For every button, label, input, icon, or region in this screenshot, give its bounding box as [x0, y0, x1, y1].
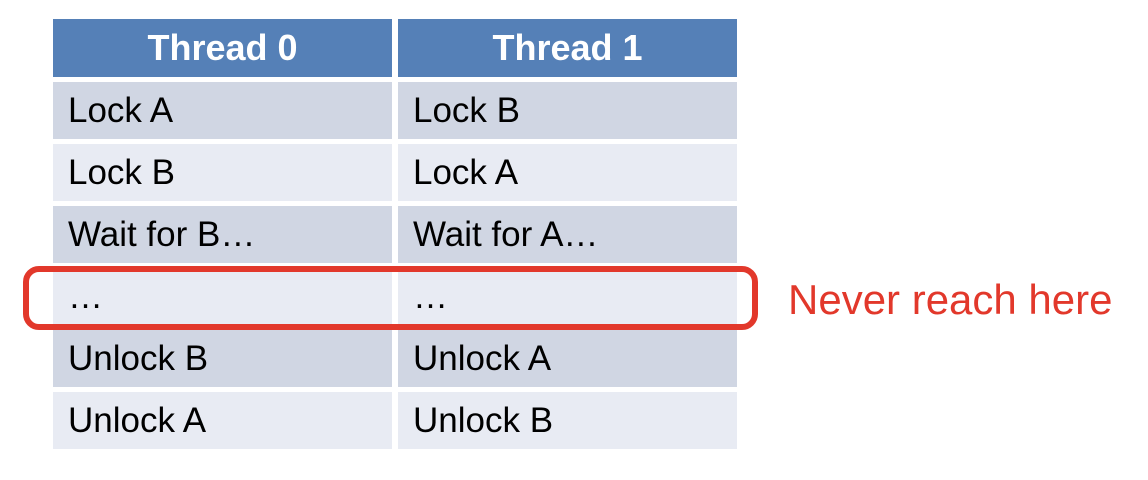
table-cell: Lock B [398, 82, 737, 139]
table-cell: Unlock B [53, 330, 392, 387]
table-cell: … [53, 268, 392, 325]
table-cell: Unlock A [53, 392, 392, 449]
table-cell: Lock A [53, 82, 392, 139]
table-cell: Lock B [53, 144, 392, 201]
table-cell: … [398, 268, 737, 325]
column-header-thread-0: Thread 0 [53, 19, 392, 77]
never-reach-label: Never reach here [788, 276, 1113, 323]
column-header-thread-1: Thread 1 [398, 19, 737, 77]
table-cell: Wait for B… [53, 206, 392, 263]
table-cell: Unlock B [398, 392, 737, 449]
table-cell: Unlock A [398, 330, 737, 387]
table-cell: Lock A [398, 144, 737, 201]
table-cell: Wait for A… [398, 206, 737, 263]
